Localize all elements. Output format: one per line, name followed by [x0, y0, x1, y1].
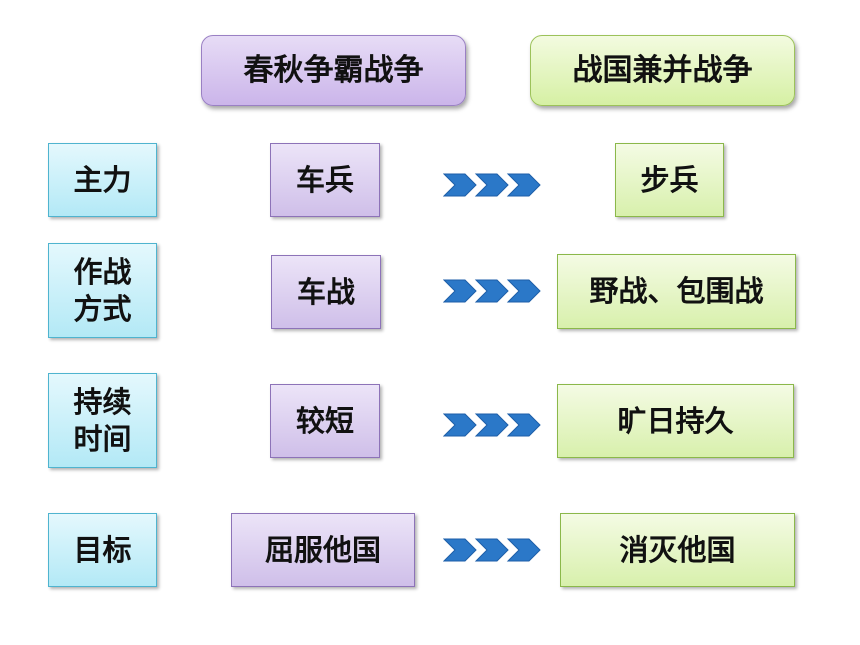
triple-chevron-right-icon: [443, 413, 541, 437]
header-warring-states: 战国兼并战争: [530, 35, 795, 106]
warring-states-combat-method: 野战、包围战: [557, 254, 796, 329]
row-label-duration: 持续 时间: [48, 373, 157, 468]
row-label-main-force: 主力: [48, 143, 157, 217]
spring-autumn-main-force: 车兵: [270, 143, 380, 217]
spring-autumn-combat-method: 车战: [271, 255, 381, 329]
triple-chevron-right-icon: [443, 173, 541, 197]
triple-chevron-right-icon: [443, 538, 541, 562]
row-label-combat-method: 作战 方式: [48, 243, 157, 338]
warring-states-goal: 消灭他国: [560, 513, 795, 587]
warring-states-duration: 旷日持久: [557, 384, 794, 458]
warring-states-main-force: 步兵: [615, 143, 724, 217]
triple-chevron-right-icon: [443, 279, 541, 303]
header-spring-autumn: 春秋争霸战争: [201, 35, 466, 106]
spring-autumn-duration: 较短: [270, 384, 380, 458]
spring-autumn-goal: 屈服他国: [231, 513, 415, 587]
row-label-goal: 目标: [48, 513, 157, 587]
